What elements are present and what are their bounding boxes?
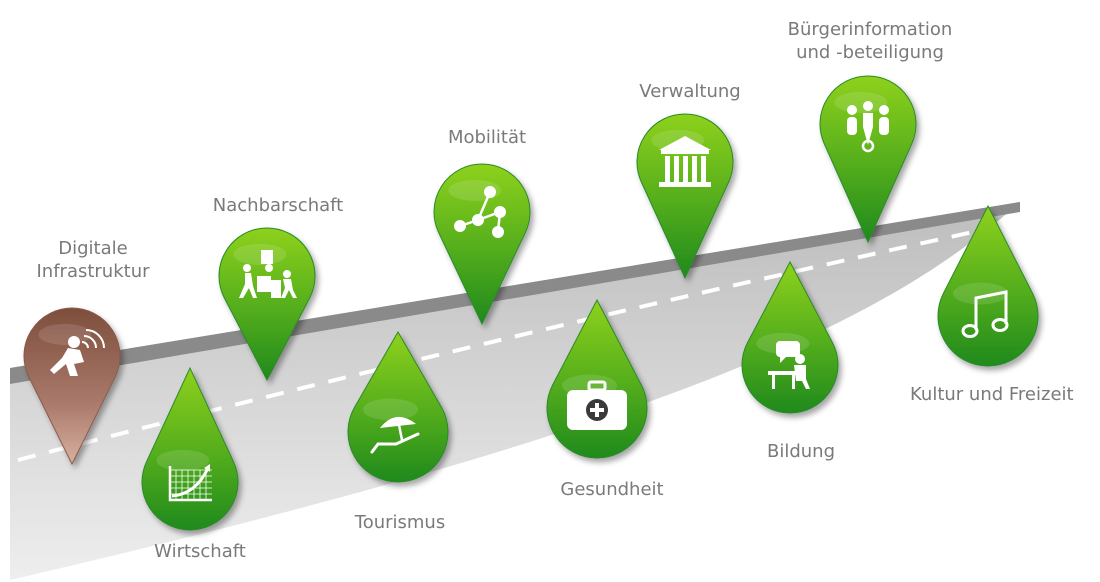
pin-highlight <box>363 398 418 421</box>
pins-layer <box>23 75 1039 531</box>
road-center-line <box>17 222 1011 462</box>
government-building-icon <box>659 136 711 187</box>
pin-education <box>741 260 839 414</box>
label-neighborhood: Nachbarschaft <box>212 195 344 216</box>
pin-health <box>546 298 648 459</box>
pin-shape <box>937 204 1039 367</box>
pin-shape <box>433 163 531 326</box>
pin-highlight <box>156 449 210 471</box>
student-desk-icon <box>768 341 810 389</box>
label-health: Gesundheit <box>560 479 664 500</box>
pin-tourism <box>347 330 449 483</box>
first-aid-kit-icon <box>567 380 627 430</box>
pin-economy <box>141 366 239 531</box>
pin-digital <box>23 307 121 466</box>
neighbors-helping-icon <box>239 250 297 298</box>
pin-highlight <box>233 243 287 265</box>
pin-shape <box>819 75 917 244</box>
growth-chart-icon <box>168 464 212 502</box>
label-mobility: Mobilität <box>447 127 527 148</box>
pin-shape <box>141 366 239 531</box>
label-administration: Verwaltung <box>639 81 741 102</box>
network-nodes-icon <box>454 186 506 238</box>
label-tourism: Tourismus <box>354 512 446 533</box>
pin-shape <box>741 260 839 414</box>
pin-shape <box>636 113 734 280</box>
label-culture: Kultur und Freizeit <box>910 384 1074 405</box>
pin-mobility <box>433 163 531 326</box>
pin-highlight <box>953 282 1008 305</box>
worker-wifi-icon <box>50 329 105 376</box>
music-notes-icon <box>961 290 1009 338</box>
pin-shape <box>218 227 316 382</box>
road <box>10 202 1020 580</box>
pin-culture <box>937 204 1039 367</box>
beach-umbrella-icon <box>370 416 420 454</box>
label-economy: Wirtschaft <box>154 541 246 562</box>
label-digital: Digitale Infrastruktur <box>36 238 150 282</box>
pin-administration <box>636 113 734 280</box>
road-surface <box>10 202 1020 580</box>
pin-participation <box>819 75 917 244</box>
label-education: Bildung <box>766 441 836 462</box>
pin-shape <box>347 330 449 483</box>
pin-neighborhood <box>218 227 316 382</box>
label-participation: Bürgerinformation und -beteiligung <box>787 19 953 63</box>
citizens-group-icon <box>847 101 889 153</box>
